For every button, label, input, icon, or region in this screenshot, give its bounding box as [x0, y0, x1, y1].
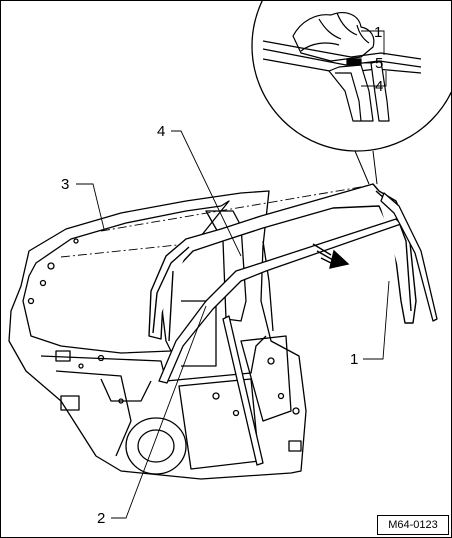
detail-view [251, 1, 451, 185]
callout-2: 2 [97, 510, 105, 527]
guide-rail [222, 192, 438, 466]
leader-lines [76, 30, 390, 519]
callout-5: 5 [375, 55, 383, 72]
callout-4-top: 4 [375, 78, 383, 95]
callout-3: 3 [61, 176, 69, 193]
alignment-lines [60, 186, 362, 258]
callouts: 1 5 4 4 3 1 2 [61, 24, 383, 527]
callout-1-bottom: 1 [350, 351, 358, 368]
callout-4-mid: 4 [157, 123, 165, 140]
figure-code: M64-0123 [377, 515, 449, 535]
direction-arrow [312, 243, 350, 269]
callout-1-top: 1 [374, 24, 382, 41]
